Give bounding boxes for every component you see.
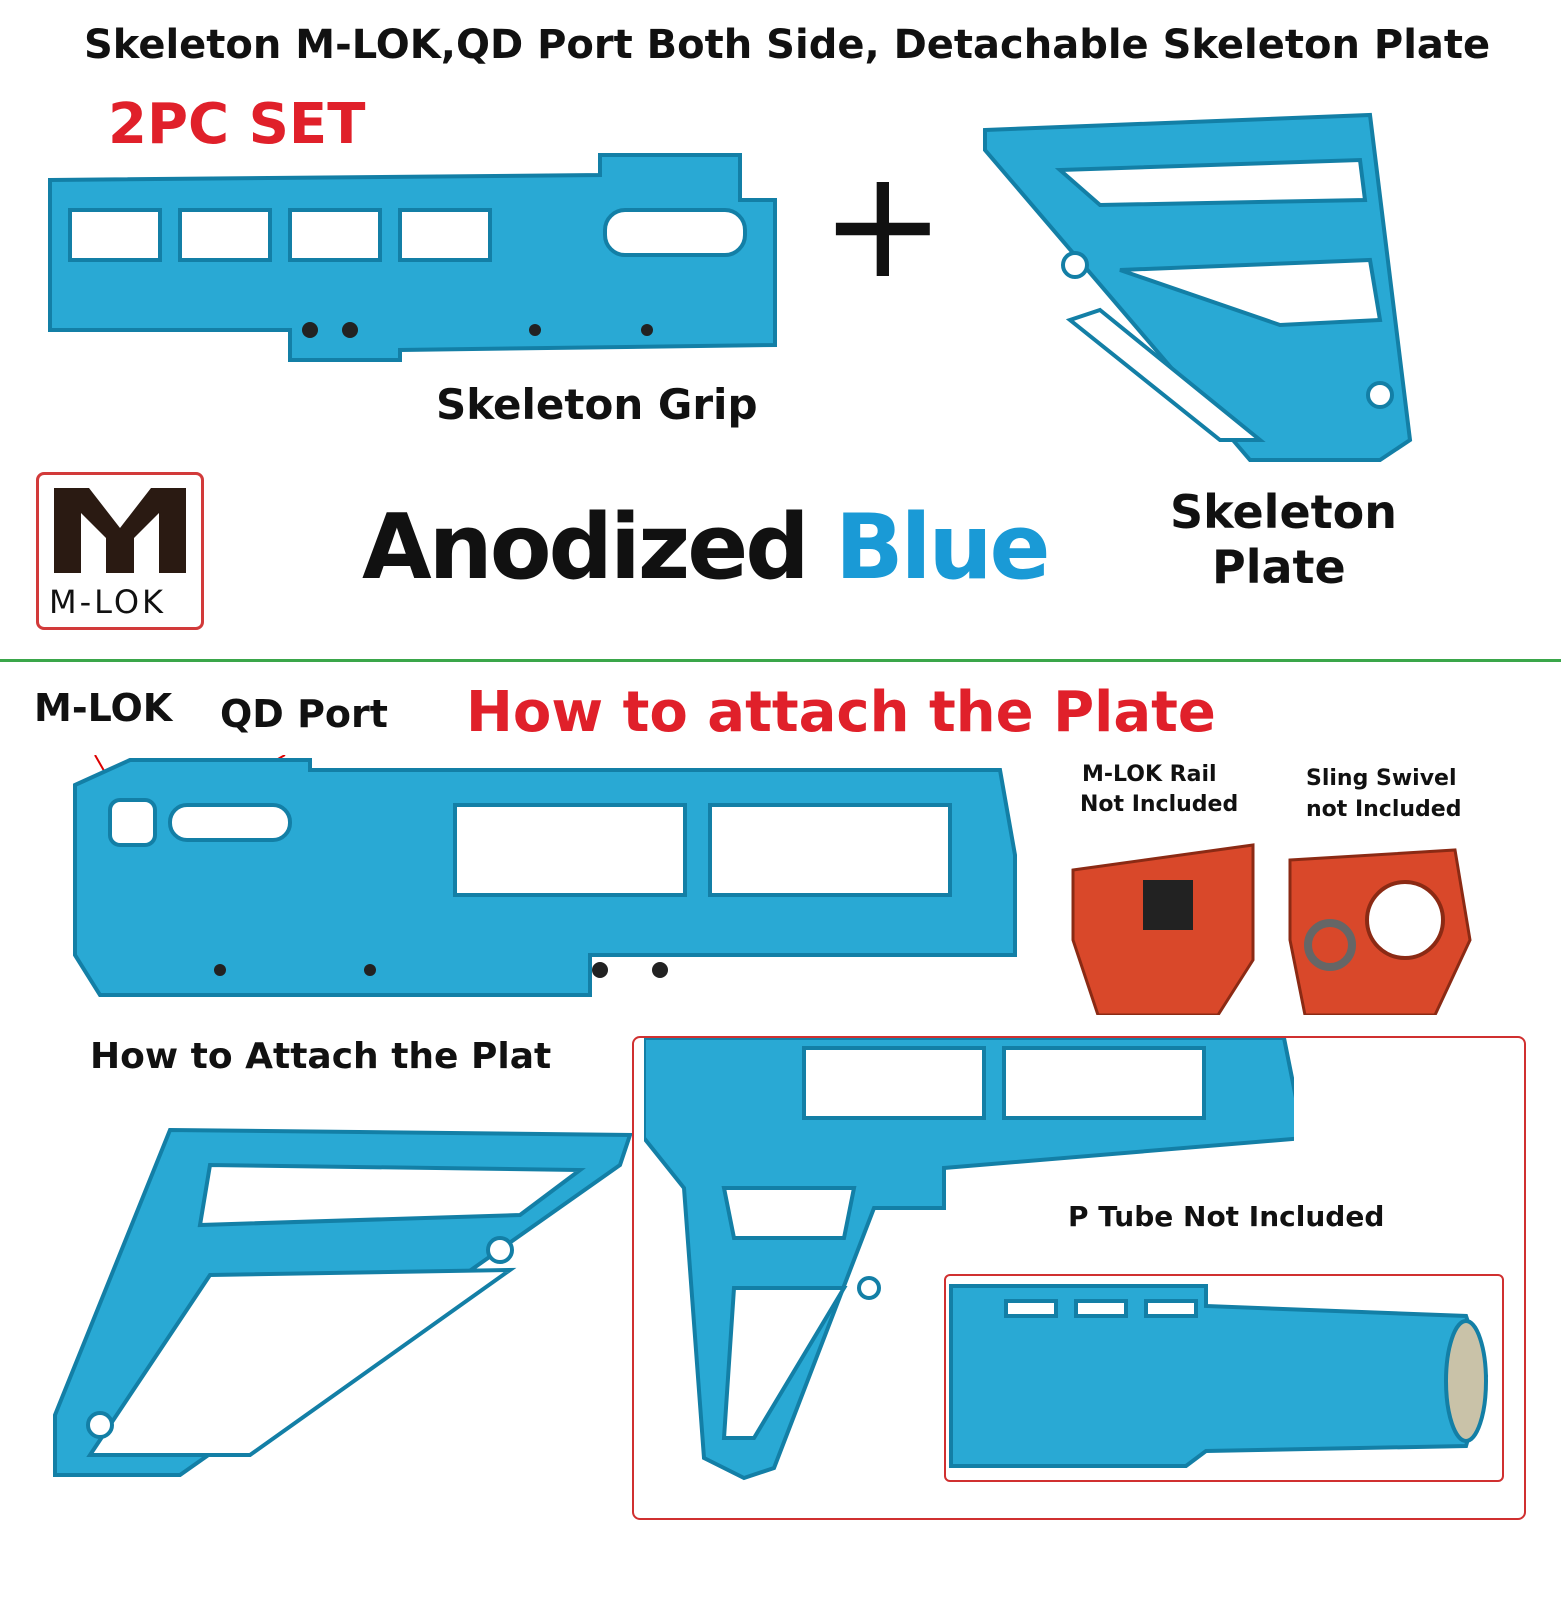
finish-label: Anodized Blue bbox=[362, 495, 1051, 600]
rail-note-line2: Not Included bbox=[1080, 792, 1239, 817]
mlok-logo-text: M-LOK bbox=[49, 583, 167, 621]
title: Skeleton M-LOK,QD Port Both Side, Detach… bbox=[84, 22, 1491, 68]
assembled-handguard-image bbox=[644, 1038, 1294, 1481]
sling-swivel-photo bbox=[1288, 848, 1472, 1015]
handguard-side-image bbox=[73, 755, 1017, 997]
skeleton-grip-image bbox=[48, 153, 777, 362]
mlok-logo-mark bbox=[54, 488, 186, 573]
mlok-callout: M-LOK bbox=[34, 686, 173, 730]
attach-heading: How to attach the Plate bbox=[466, 680, 1216, 745]
finish-word: Anodized bbox=[362, 495, 810, 600]
plate-label-line2: Plate bbox=[1212, 540, 1346, 594]
finish-color: Blue bbox=[835, 495, 1051, 600]
ptube-inset-image bbox=[949, 1284, 1489, 1468]
swivel-note-line2: not Included bbox=[1306, 797, 1462, 822]
grip-label: Skeleton Grip bbox=[436, 380, 758, 429]
ptube-note: P Tube Not Included bbox=[1068, 1200, 1385, 1233]
set-label: 2PC SET bbox=[108, 92, 366, 157]
assembled-photo-frame: P Tube Not Included bbox=[632, 1036, 1526, 1520]
swivel-note-line1: Sling Swivel bbox=[1306, 766, 1457, 791]
rail-note-line1: M-LOK Rail bbox=[1082, 762, 1217, 787]
divider bbox=[0, 659, 1561, 662]
ptube-inset-frame bbox=[944, 1274, 1504, 1482]
plus-sign: + bbox=[820, 138, 946, 312]
plate-label-line1: Skeleton bbox=[1170, 485, 1397, 539]
qd-port-callout: QD Port bbox=[220, 692, 388, 736]
mlok-rail-photo bbox=[1071, 843, 1255, 1015]
skeleton-plate-image bbox=[983, 112, 1413, 462]
plate-angled-image bbox=[53, 1127, 633, 1477]
mlok-logo: M-LOK bbox=[36, 472, 204, 630]
attach-label: How to Attach the Plat bbox=[90, 1036, 552, 1077]
